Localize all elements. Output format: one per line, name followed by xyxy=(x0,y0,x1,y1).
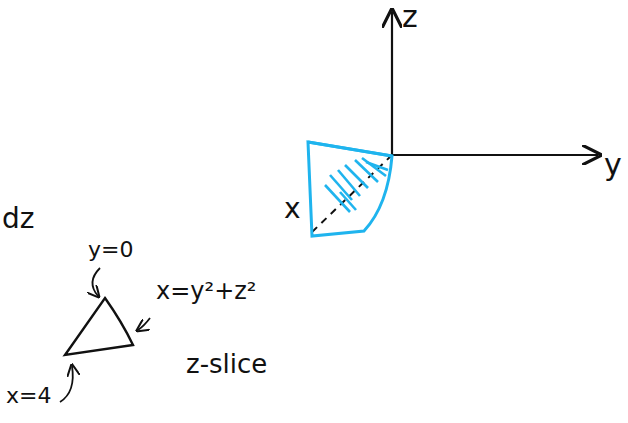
solid-region xyxy=(308,142,392,236)
sketch-label: y=0 xyxy=(88,238,133,262)
sketch-label: dz xyxy=(2,204,34,235)
z-slice-shape xyxy=(65,298,133,355)
y-axis xyxy=(392,154,598,156)
x-axis xyxy=(312,155,392,232)
sketch-label: z xyxy=(402,0,418,33)
leader-arrow xyxy=(138,318,150,330)
leader-arrow xyxy=(60,366,73,402)
sketch-label: x=y²+z² xyxy=(156,278,256,304)
hatching xyxy=(325,158,388,212)
sketch-label: z-slice xyxy=(186,350,267,379)
z-axis xyxy=(391,12,393,155)
sketch-label: x=4 xyxy=(6,384,51,408)
sketch-label: y xyxy=(604,148,622,181)
leader-arrow xyxy=(92,268,100,296)
sketch-label: x xyxy=(284,194,301,225)
